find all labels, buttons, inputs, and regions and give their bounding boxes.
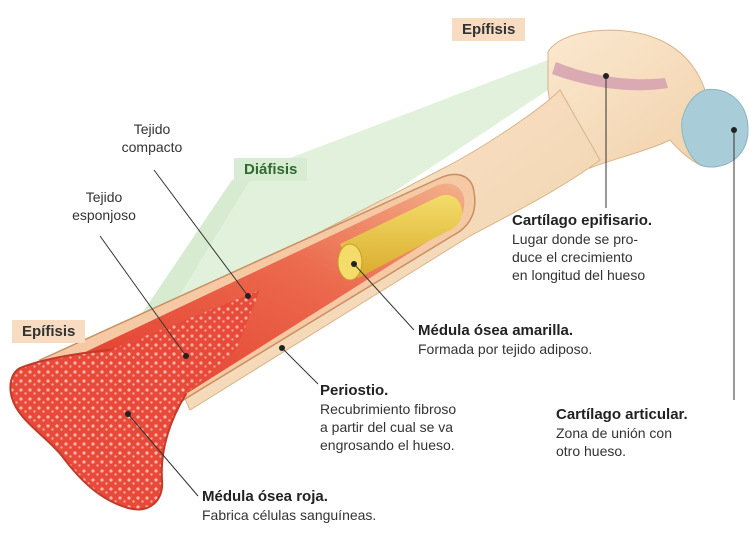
- dot-roja: [125, 411, 131, 417]
- label-medula-amarilla-title: Médula ósea amarilla.: [418, 322, 708, 340]
- label-medula-amarilla: Médula ósea amarilla. Formada por tejido…: [418, 322, 708, 358]
- label-cartilago-articular: Cartílago articular. Zona de unión con o…: [556, 406, 746, 460]
- dot-amarilla: [351, 261, 357, 267]
- dot-articular: [731, 127, 737, 133]
- tag-epifisis-bottom: Epífisis: [12, 320, 85, 343]
- label-cartilago-epifisario-line3: en longitud del hueso: [512, 266, 732, 284]
- tag-diafisis: Diáfisis: [234, 158, 307, 181]
- dot-periostio: [279, 345, 285, 351]
- label-tejido-esponjoso-line2: esponjoso: [56, 206, 152, 224]
- leader-periostio: [282, 348, 318, 384]
- label-cartilago-epifisario: Cartílago epifisario. Lugar donde se pro…: [512, 212, 732, 284]
- label-cartilago-articular-line1: Zona de unión con: [556, 424, 746, 442]
- label-cartilago-epifisario-line2: duce el crecimiento: [512, 248, 732, 266]
- label-cartilago-epifisario-title: Cartílago epifisario.: [512, 212, 732, 230]
- label-tejido-compacto-line2: compacto: [104, 138, 200, 156]
- label-periostio-title: Periostio.: [320, 382, 540, 400]
- dot-epifisario: [603, 73, 609, 79]
- yellow-marrow-end: [338, 244, 362, 280]
- label-medula-amarilla-line1: Formada por tejido adiposo.: [418, 340, 708, 358]
- label-periostio-line1: Recubrimiento fibroso: [320, 400, 540, 418]
- label-periostio-line3: engrosando el hueso.: [320, 436, 540, 454]
- label-tejido-compacto-line1: Tejido: [104, 120, 200, 138]
- label-tejido-esponjoso: Tejido esponjoso: [56, 188, 152, 224]
- label-medula-roja-title: Médula ósea roja.: [202, 488, 482, 506]
- label-periostio: Periostio. Recubrimiento fibroso a parti…: [320, 382, 540, 454]
- tag-epifisis-top: Epífisis: [452, 18, 525, 41]
- label-periostio-line2: a partir del cual se va: [320, 418, 540, 436]
- label-medula-roja: Médula ósea roja. Fabrica células sanguí…: [202, 488, 482, 524]
- label-cartilago-epifisario-line1: Lugar donde se pro-: [512, 230, 732, 248]
- label-tejido-esponjoso-line1: Tejido: [56, 188, 152, 206]
- label-cartilago-articular-line2: otro hueso.: [556, 442, 746, 460]
- label-cartilago-articular-title: Cartílago articular.: [556, 406, 746, 424]
- dot-compacto: [245, 293, 251, 299]
- dot-esponjoso: [183, 353, 189, 359]
- articular-cartilage: [682, 89, 748, 167]
- label-tejido-compacto: Tejido compacto: [104, 120, 200, 156]
- label-medula-roja-line1: Fabrica células sanguíneas.: [202, 506, 482, 524]
